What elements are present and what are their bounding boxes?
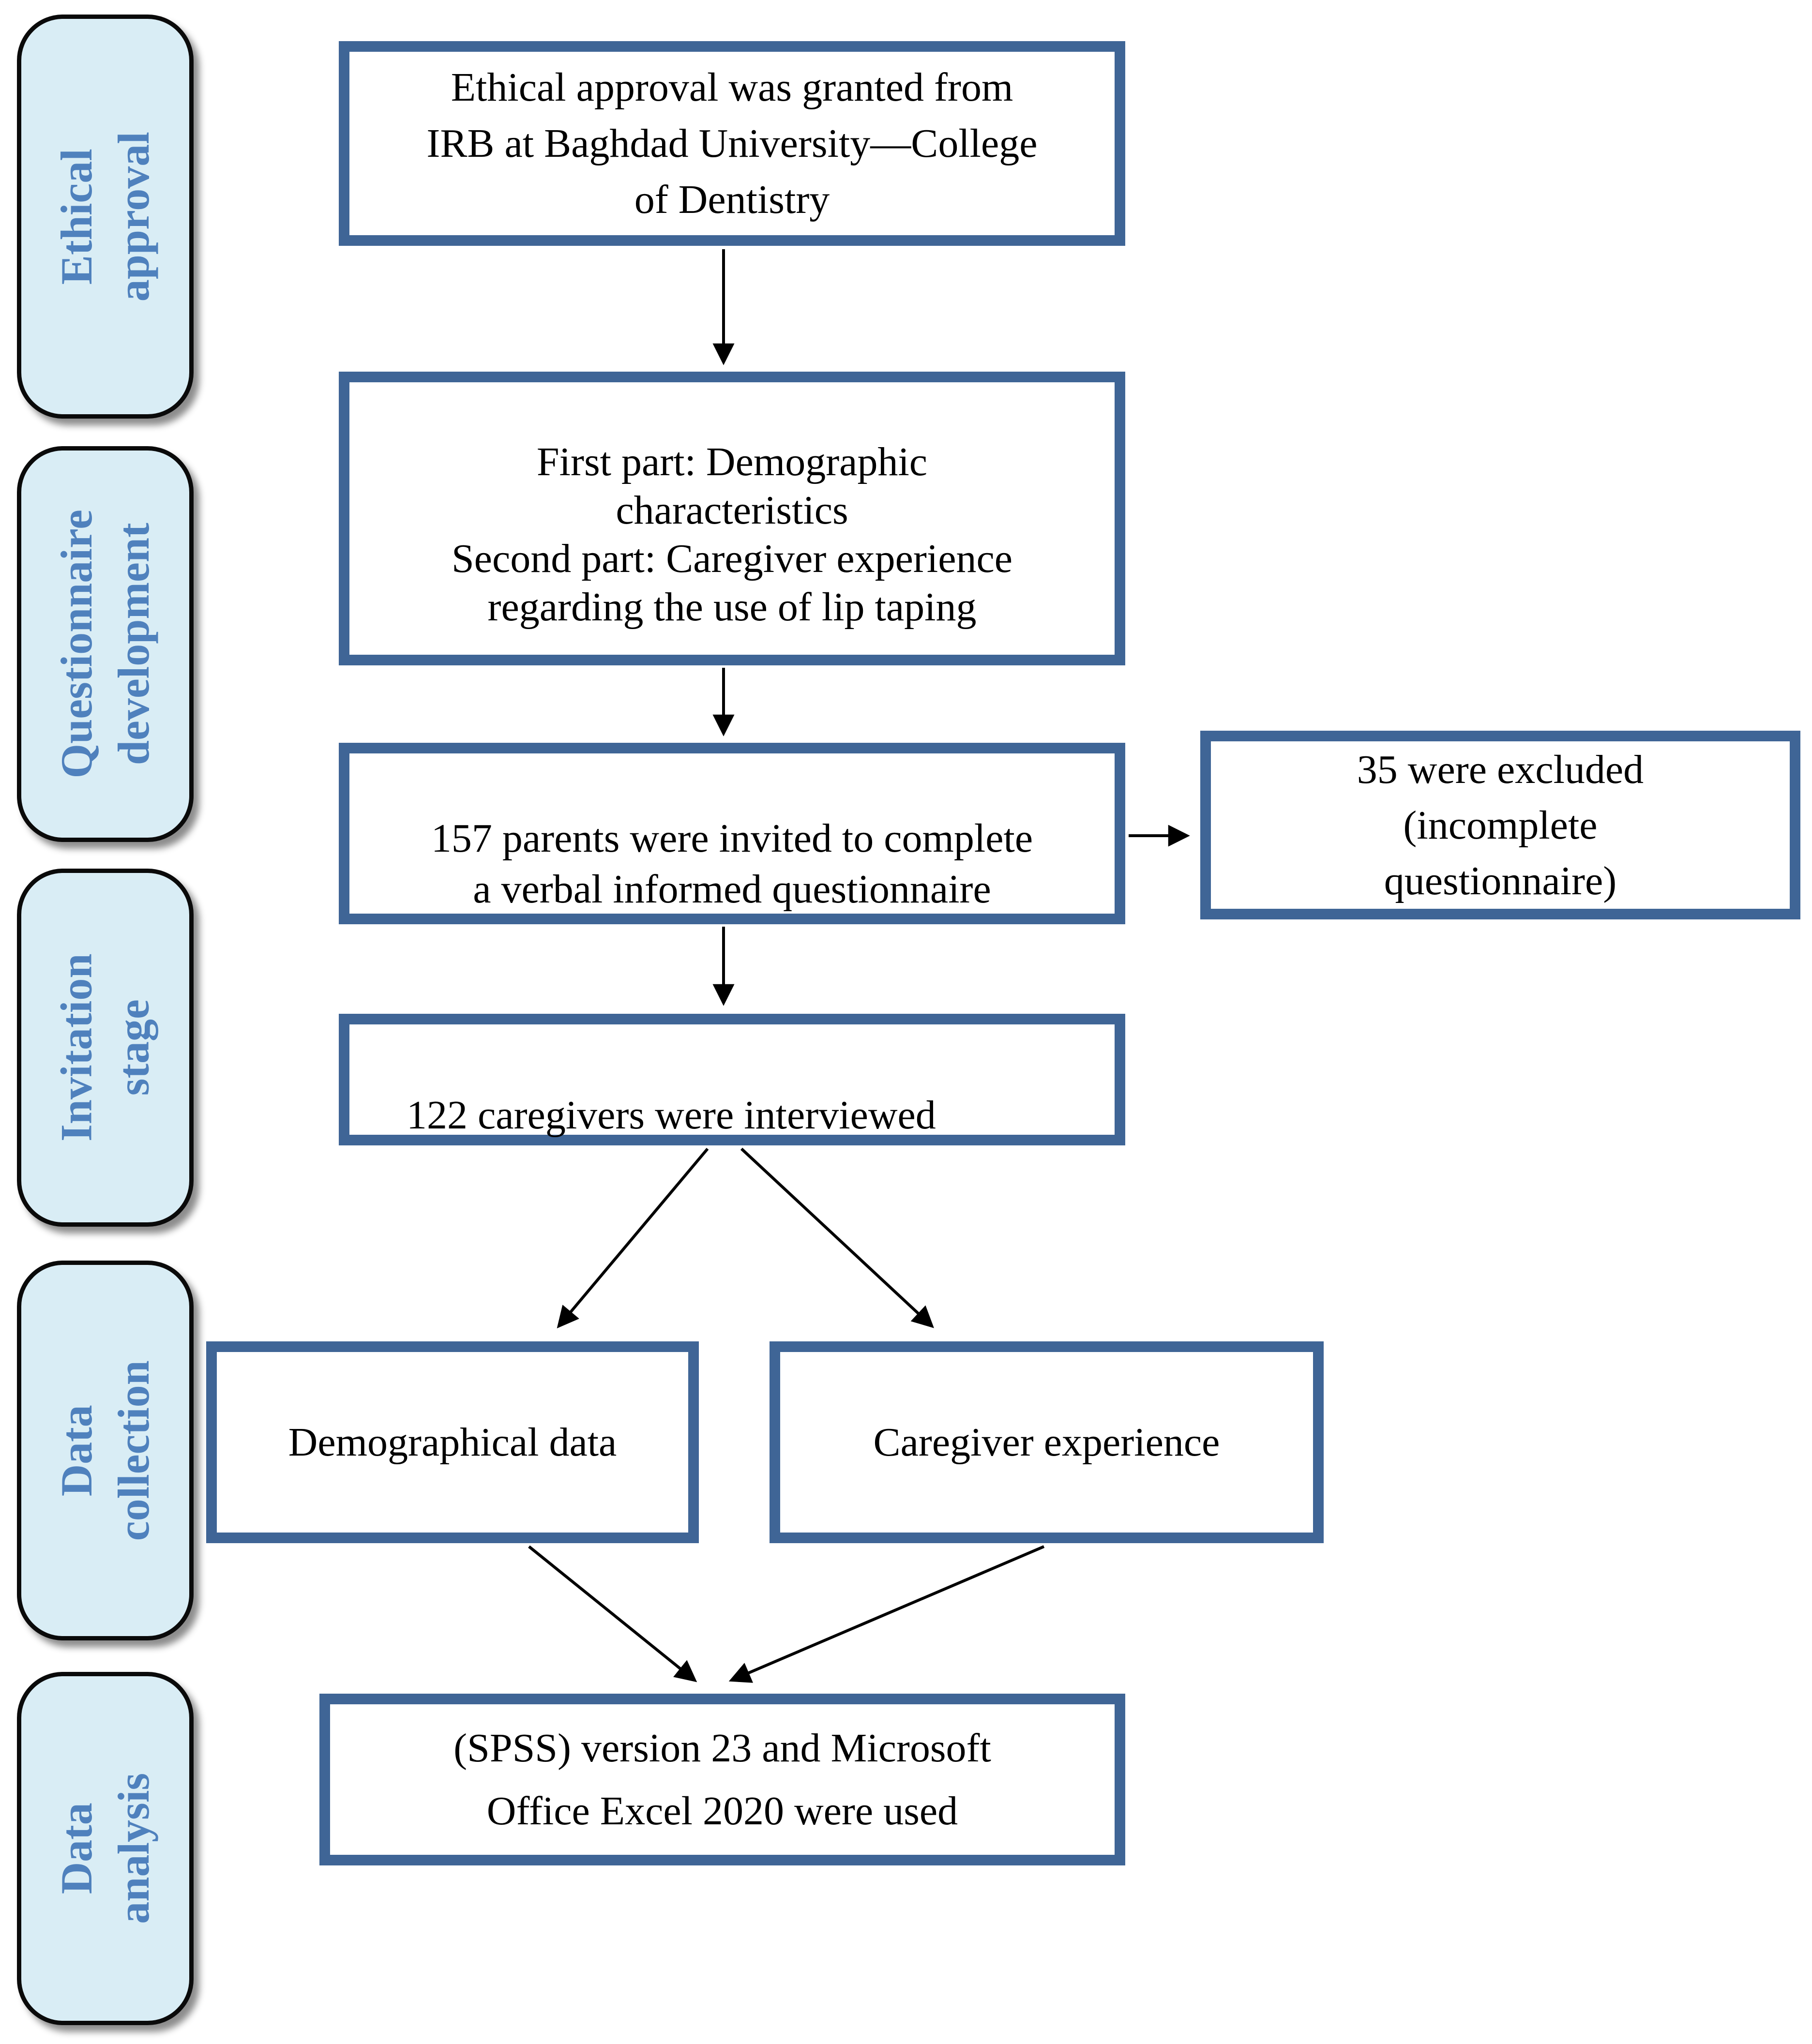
arrow-demographic-to-analysis xyxy=(528,1545,697,1683)
flow-box-ethical-approval: Ethical approval was granted from IRB at… xyxy=(339,41,1125,246)
flow-box-caregivers-interviewed: 122 caregivers were interviewed xyxy=(339,1014,1125,1145)
flow-box-text: First part: Demographic characteristics … xyxy=(451,439,1013,630)
flow-box-text: 157 parents were invited to complete a v… xyxy=(431,816,1033,912)
flow-box-caregiver-experience: Caregiver experience xyxy=(770,1341,1324,1543)
arrow-interviewed-to-experience xyxy=(740,1147,934,1328)
flow-box-text: Ethical approval was granted from IRB at… xyxy=(426,64,1038,222)
flow-box-demographical-data: Demographical data xyxy=(206,1341,699,1543)
flow-box-parents-invited: 157 parents were invited to complete a v… xyxy=(339,743,1125,924)
stage-label-data-analysis: Data analysis xyxy=(17,1672,194,2025)
stage-label-invitation-stage: Invitation stage xyxy=(17,869,194,1227)
flow-box-text: 35 were excluded (incomplete questionnai… xyxy=(1357,747,1644,903)
arrow-interviewed-to-demographic xyxy=(557,1148,709,1329)
flow-box-text: Demographical data xyxy=(288,1419,617,1465)
flow-box-data-analysis-tools: (SPSS) version 23 and Microsoft Office E… xyxy=(319,1694,1125,1865)
flow-box-text: (SPSS) version 23 and Microsoft Office E… xyxy=(453,1725,991,1834)
stage-label-questionnaire-development: Questionnaire development xyxy=(17,446,194,842)
flow-box-excluded: 35 were excluded (incomplete questionnai… xyxy=(1200,731,1800,919)
stage-label-ethical-approval: Ethical approval xyxy=(17,15,194,419)
flow-box-text: Caregiver experience xyxy=(873,1419,1220,1465)
flow-box-questionnaire-parts: First part: Demographic characteristics … xyxy=(339,372,1125,665)
arrow-experience-to-analysis xyxy=(728,1545,1045,1683)
stage-label-data-collection: Data collection xyxy=(17,1261,194,1640)
flow-box-text: 122 caregivers were interviewed xyxy=(407,1093,936,1138)
